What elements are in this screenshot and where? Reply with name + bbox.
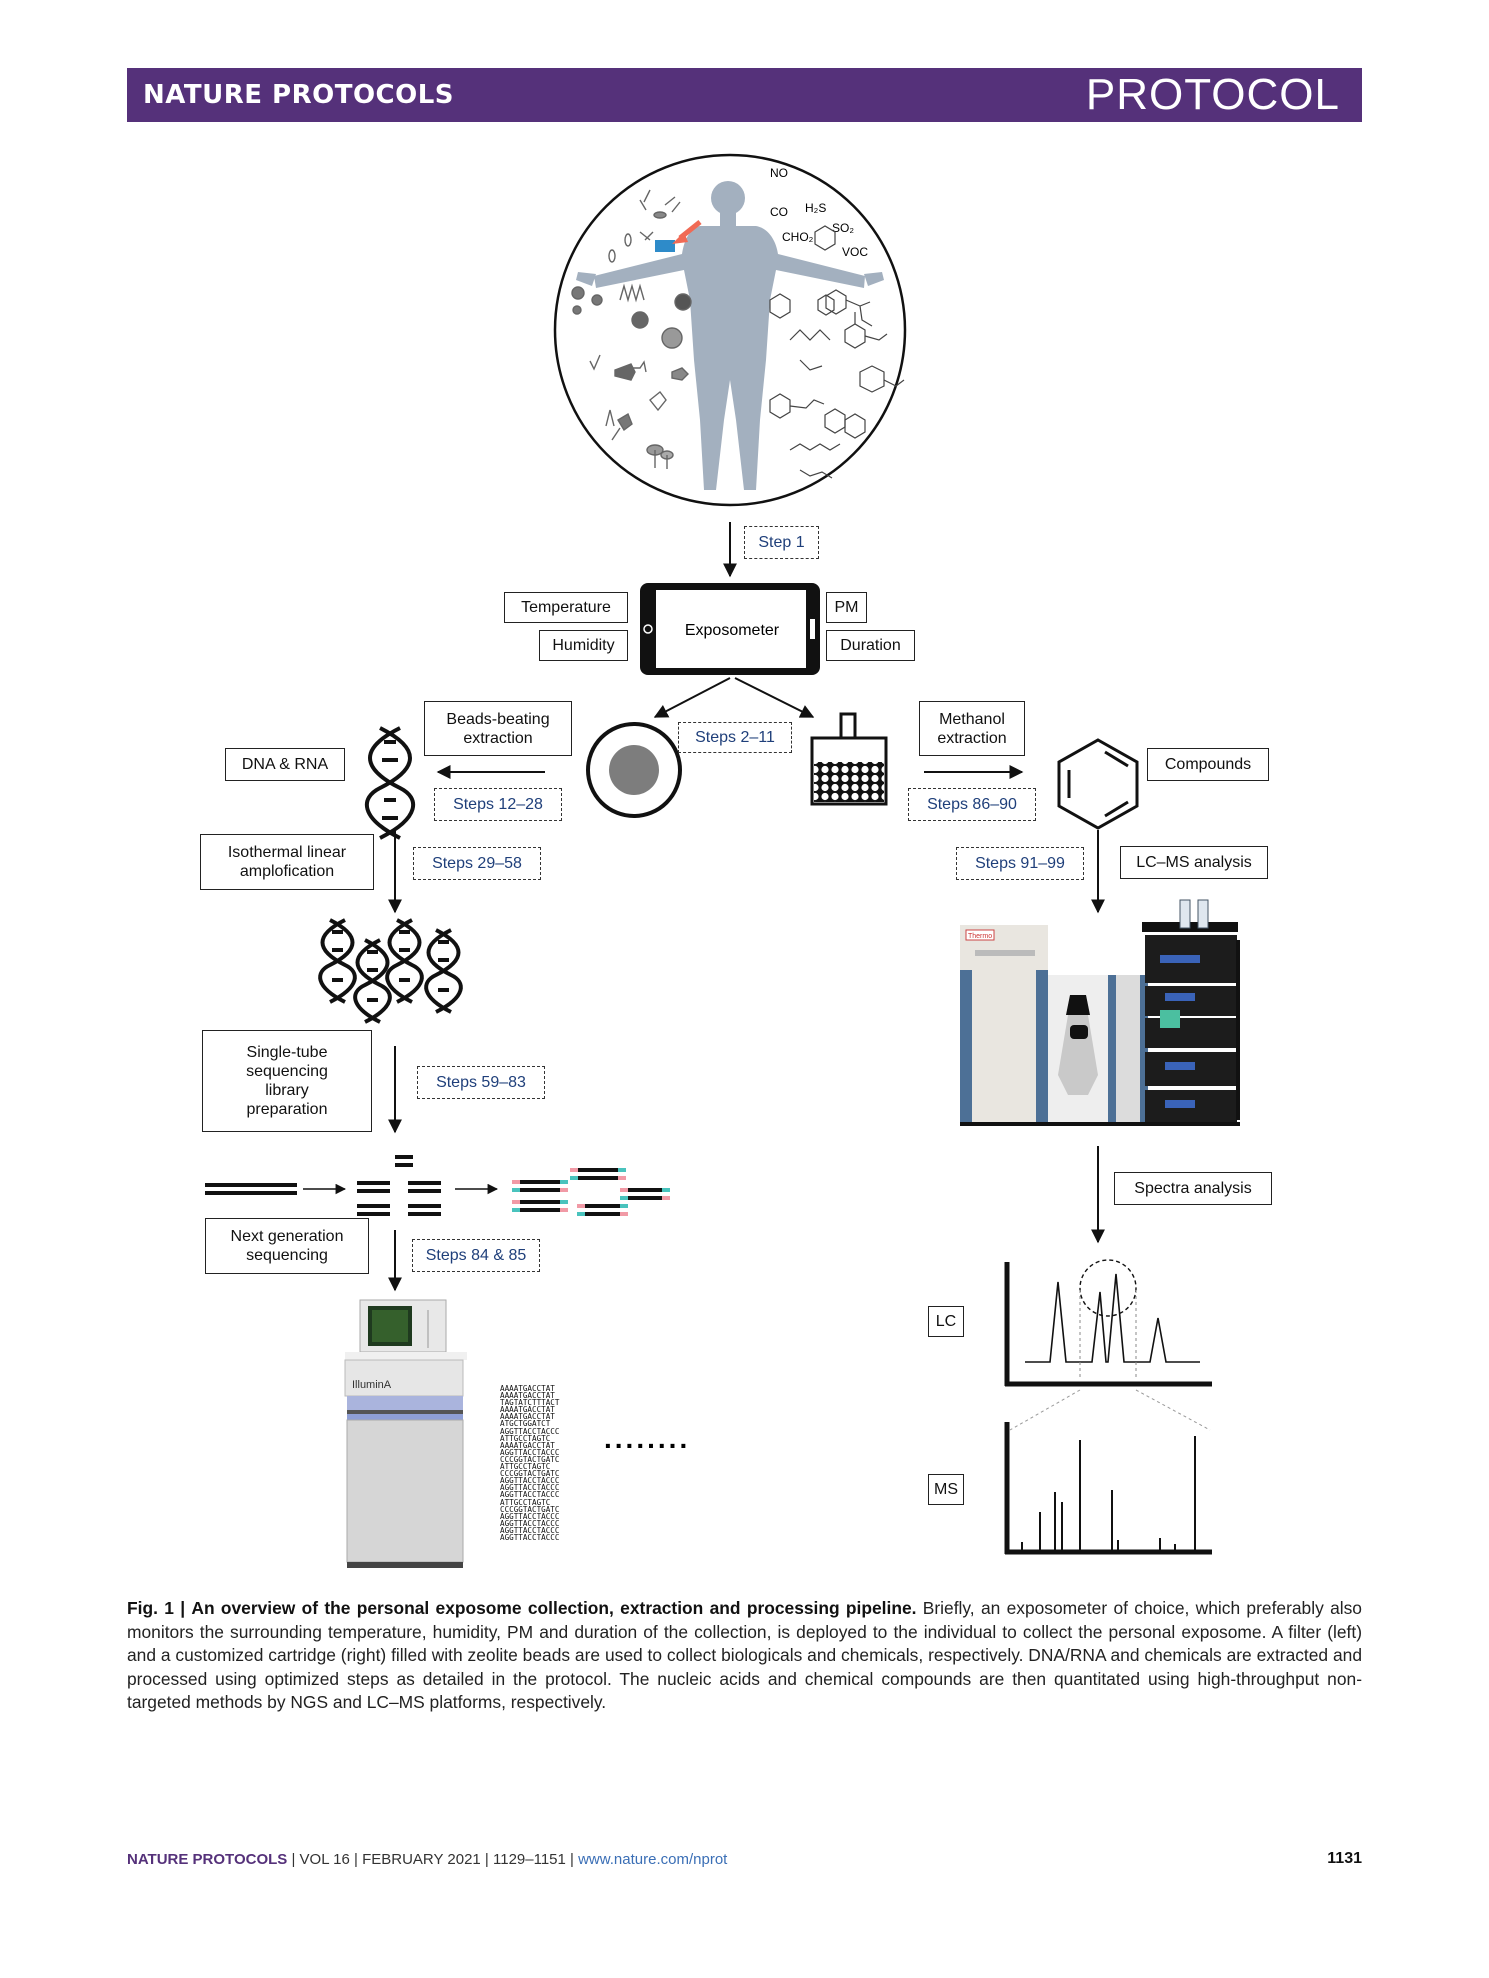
- footer-date: FEBRUARY 2021: [362, 1851, 481, 1868]
- more-reads-ellipsis: ........: [604, 1423, 690, 1454]
- steps-2-11-label: Steps 2–11: [678, 722, 792, 753]
- gas-co: CO: [770, 205, 788, 219]
- beads-beating-extraction-box: Beads-beating extraction: [424, 701, 572, 756]
- caption-text: Briefly, an exposometer of choice, which…: [127, 1598, 1362, 1712]
- figure-caption: Fig. 1 | An overview of the personal exp…: [127, 1597, 1362, 1715]
- caption-title: An overview of the personal exposome col…: [191, 1598, 917, 1618]
- footer-pages: 1129–1151: [493, 1851, 566, 1868]
- footer-volume: VOL 16: [299, 1851, 350, 1868]
- param-pm: PM: [826, 592, 867, 623]
- adapter-ligated-fragments-icon: [512, 1168, 670, 1216]
- isothermal-amplification-box: Isothermal linear amplofication: [200, 834, 374, 890]
- single-tube-library-prep-box: Single-tube sequencing library preparati…: [202, 1030, 372, 1132]
- ms-label: MS: [928, 1474, 964, 1505]
- journal-banner: NATURE PROTOCOLS PROTOCOL: [127, 68, 1362, 122]
- steps-91-99-label: Steps 91–99: [956, 847, 1084, 880]
- figure-graphic: NO CO H₂S SO₂ CHO₂ VOC: [205, 153, 1240, 1568]
- filter-icon: [586, 722, 682, 818]
- lc-ms-analysis-box: LC–MS analysis: [1120, 846, 1268, 879]
- step-1-label: Step 1: [744, 526, 819, 559]
- gas-so2: SO₂: [832, 221, 854, 235]
- gas-cho2: CHO₂: [782, 230, 814, 244]
- dna-helix-icon: [364, 726, 416, 840]
- ms-spectrum: [1004, 1422, 1212, 1555]
- chemical-structures-icon: [769, 225, 905, 479]
- steps-29-58-label: Steps 29–58: [413, 847, 541, 880]
- steps-86-90-label: Steps 86–90: [908, 788, 1036, 821]
- next-generation-sequencing-box: Next generation sequencing: [205, 1218, 369, 1274]
- svg-text:Thermo: Thermo: [968, 933, 992, 940]
- cartridge-icon: [810, 712, 888, 806]
- page-number: 1131: [1327, 1850, 1362, 1867]
- journal-name: NATURE PROTOCOLS: [143, 80, 455, 110]
- benzene-ring-icon: [1057, 738, 1139, 830]
- footer-url-link[interactable]: www.nature.com/nprot: [578, 1851, 728, 1868]
- footer-journal: NATURE PROTOCOLS: [127, 1851, 288, 1868]
- compounds-box: Compounds: [1147, 748, 1269, 781]
- biological-particles-icon: [571, 189, 692, 469]
- gas-h2s: H₂S: [805, 201, 826, 215]
- param-temperature: Temperature: [504, 592, 628, 623]
- exposometer-device: Exposometer: [640, 583, 820, 675]
- methanol-extraction-box: Methanol extraction: [919, 701, 1025, 756]
- lc-label: LC: [928, 1306, 964, 1337]
- library-fragments-icon: [205, 1155, 499, 1216]
- wearable-device-icon: [655, 240, 675, 252]
- param-humidity: Humidity: [539, 630, 628, 661]
- lc-chromatogram: [1004, 1259, 1212, 1387]
- caption-label: Fig. 1 |: [127, 1598, 186, 1618]
- article-type: PROTOCOL: [1085, 70, 1340, 119]
- steps-59-83-label: Steps 59–83: [417, 1066, 545, 1099]
- steps-84-85-label: Steps 84 & 85: [412, 1239, 540, 1272]
- gas-no: NO: [770, 166, 788, 180]
- steps-12-28-label: Steps 12–28: [434, 788, 562, 821]
- dna-rna-box: DNA & RNA: [225, 748, 345, 781]
- sequencer-icon: IlluminA: [344, 1299, 467, 1568]
- dna-helices-amplified-icon: [318, 918, 463, 1024]
- exposome-circle: NO CO H₂S SO₂ CHO₂ VOC: [553, 153, 907, 507]
- gas-voc: VOC: [842, 245, 868, 259]
- param-duration: Duration: [826, 630, 915, 661]
- lc-ms-instrument-icon: Thermo: [960, 899, 1240, 1126]
- exposometer-label: Exposometer: [685, 622, 780, 639]
- human-silhouette-icon: [576, 181, 884, 490]
- page-footer: NATURE PROTOCOLS | VOL 16 | FEBRUARY 202…: [127, 1851, 728, 1868]
- zoom-lines: [1009, 1389, 1211, 1431]
- sequencer-brand: IlluminA: [352, 1379, 392, 1391]
- spectra-analysis-box: Spectra analysis: [1114, 1172, 1272, 1205]
